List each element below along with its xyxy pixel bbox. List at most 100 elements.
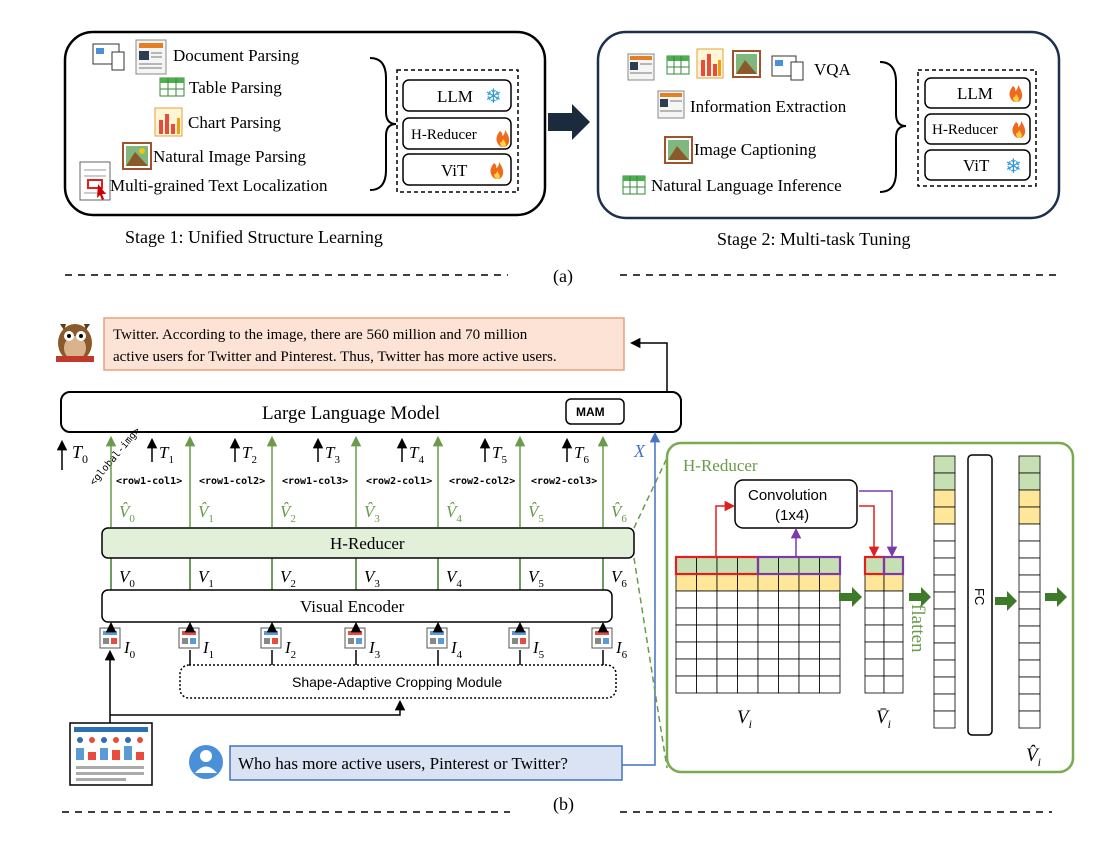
feature-grid-cell <box>716 556 738 575</box>
t-label: T5 <box>492 443 507 466</box>
feature-grid-cell <box>675 641 697 660</box>
reduced-grid-cell <box>864 590 885 609</box>
stage2-llm-label: LLM <box>957 84 993 103</box>
feature-grid-cell <box>778 624 800 643</box>
reduced-grid-cell <box>883 658 904 677</box>
stage1-llm-box <box>402 79 512 112</box>
chart-icon <box>154 107 183 137</box>
green-flow-arrow <box>909 587 931 607</box>
feature-grid-cell <box>819 675 841 694</box>
stage-transition-arrow <box>548 104 590 140</box>
feature-grid-cell <box>716 675 738 694</box>
chart-icon <box>696 48 724 79</box>
feature-grid-cell <box>675 573 697 592</box>
row-col-token-label: <row1-col2> <box>199 476 265 487</box>
feature-grid-cell <box>819 641 841 660</box>
feature-grid-cell <box>757 607 779 626</box>
stage1-task-table: Table Parsing <box>189 78 282 97</box>
stage1-caption: Stage 1: Unified Structure Learning <box>125 227 383 247</box>
feature-grid-cell <box>675 590 697 609</box>
feature-grid-cell <box>675 675 697 694</box>
feature-grid-cell <box>737 607 759 626</box>
cropping-label: Shape-Adaptive Cropping Module <box>292 674 502 690</box>
i-label: I2 <box>284 638 296 661</box>
question-box <box>229 745 623 781</box>
feature-grid-cell <box>716 624 738 643</box>
fire-icon <box>1009 85 1023 102</box>
reduced-grid-cell <box>883 607 904 626</box>
feature-grid-cell <box>696 641 718 660</box>
crop-image-thumb-detail <box>595 631 609 635</box>
image-icon <box>732 50 761 78</box>
feature-grid-cell <box>798 675 820 694</box>
vhat-label: V̂0 <box>119 502 135 525</box>
feature-grid-cell <box>737 624 759 643</box>
table-icon <box>622 175 646 195</box>
conv-output-arrow-purple <box>859 490 898 558</box>
crop-image-thumb-detail <box>103 631 117 635</box>
i-label: I4 <box>450 638 463 661</box>
vi-label: Vi <box>737 707 752 731</box>
stage2-caption: Stage 2: Multi-task Tuning <box>717 229 911 249</box>
flattened-cell <box>933 574 956 593</box>
feature-grid-cell <box>819 590 841 609</box>
reduced-grid-cell <box>864 573 885 592</box>
crop-image-thumb-detail <box>356 638 362 644</box>
stage1-vit-box <box>402 153 512 186</box>
row-col-token-label: <row1-col3> <box>282 476 348 487</box>
feature-grid-cell <box>757 573 779 592</box>
flattened-cell <box>933 659 956 678</box>
flattened-cell <box>933 591 956 610</box>
stage2-task-captioning: Image Captioning <box>694 140 817 159</box>
vbar-i-label: V̄i <box>876 707 891 731</box>
stage1-vit-label: ViT <box>441 161 468 180</box>
hreducer-bar <box>101 527 635 559</box>
crop-image-thumb-detail <box>182 631 196 635</box>
visual-encoder-bar <box>101 589 613 623</box>
t0-label: T0 <box>72 442 88 466</box>
answer-line-2: active users for Twitter and Pinterest. … <box>113 349 557 365</box>
stage2-task-extraction: Information Extraction <box>690 97 847 116</box>
i-label: I3 <box>368 638 381 661</box>
feature-grid-cell <box>798 573 820 592</box>
feature-grid-cell <box>819 658 841 677</box>
feature-grid-cell <box>819 573 841 592</box>
reduced-grid-cell <box>883 675 904 694</box>
conv-output-arrow-red <box>859 505 880 558</box>
convolution-label: Convolution <box>748 487 827 504</box>
output-cell <box>1018 591 1041 610</box>
feature-grid-cell <box>757 624 779 643</box>
stage2-llm-box <box>924 77 1031 109</box>
v-label: V3 <box>364 567 380 590</box>
output-cell <box>1018 557 1041 576</box>
feature-grid-cell <box>716 658 738 677</box>
flattened-cell <box>933 608 956 627</box>
snowflake-icon: ❄ <box>485 86 502 108</box>
feature-grid-cell <box>798 641 820 660</box>
vhat-label: V̂5 <box>528 502 544 525</box>
conv-input-arrow-red <box>715 500 736 557</box>
feature-grid-cell <box>696 658 718 677</box>
green-flow-arrow <box>839 587 862 607</box>
feature-grid-cell <box>798 590 820 609</box>
user-avatar-icon <box>189 745 223 779</box>
stage2-vit-label: ViT <box>963 156 990 175</box>
x-label: X <box>633 441 646 461</box>
v-label: V1 <box>198 567 214 590</box>
flattened-cell <box>933 472 956 491</box>
feature-grid-cell <box>757 675 779 694</box>
feature-grid-cell <box>737 641 759 660</box>
output-cell <box>1018 489 1041 508</box>
vhat-label: V̂3 <box>364 502 380 525</box>
crop-image-thumb-detail <box>348 638 354 644</box>
reduced-grid-cell <box>864 658 885 677</box>
crop-image-thumb-detail <box>430 631 444 635</box>
label-a: (a) <box>553 266 573 287</box>
crop-image-thumb-detail <box>430 638 436 644</box>
fire-icon <box>490 162 504 179</box>
flattened-cell <box>933 489 956 508</box>
localization-icon <box>79 161 111 201</box>
output-cell <box>1018 472 1041 491</box>
cropping-module <box>179 664 617 699</box>
image-icon <box>122 142 152 170</box>
